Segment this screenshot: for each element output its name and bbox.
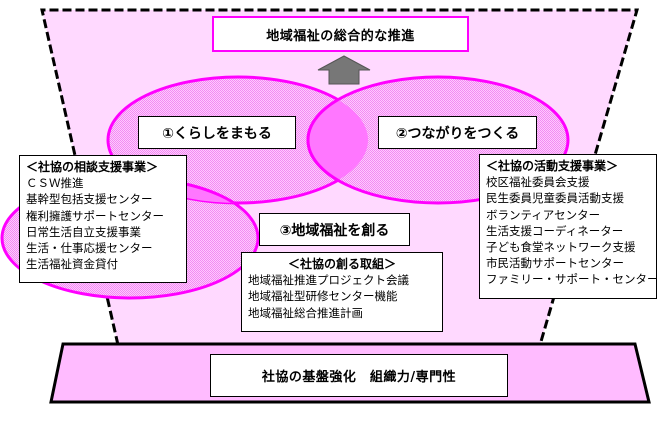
creation-header: ＜社協の創る取組＞ [287,257,396,271]
consultation-item: 基幹型包括支援センター [26,192,153,207]
pillar-create-connections-label: ②つながりをつくる [395,125,520,142]
foundation-label: 社協の基盤強化 組織力/専門性 [261,370,457,385]
creation-box: ＜社協の創る取組＞ 地域福祉推進プロジェクト会議 地域福祉型研修センター機能 地… [241,252,443,332]
creation-item: 地域福祉型研修センター機能 [248,289,398,304]
activity-item: 校区福祉委員会支援 [486,175,590,190]
pillar-protect-living-label: ①くらしをまもる [162,125,272,142]
activity-item: ボランティアセンター [486,207,601,222]
ellipse-overlap-top [306,77,368,203]
goal-label: 地域福祉の総合的な推進 [266,28,415,44]
activity-item: 子ども食堂ネットワーク支援 [486,240,636,255]
activity-item: 市民活動サポートセンター [486,256,624,271]
consultation-item: 生活福祉資金貸付 [26,257,118,272]
pillar-create-connections: ②つながりをつくる [378,116,537,149]
consultation-item: 生活・仕事応援センター [26,241,153,256]
activity-item: 生活支援コーディネーター [486,223,624,238]
pillar-create-community-welfare-label: ③地域福祉を創る [279,222,390,239]
consultation-item: ＣＳＷ推進 [26,176,84,191]
foundation-box: 社協の基盤強化 組織力/専門性 [210,354,508,397]
activity-box: ＜社協の活動支援事業＞ 校区福祉委員会支援 民生委員児童委員活動支援 ボランティ… [479,154,657,299]
pillar-protect-living: ①くらしをまもる [138,116,296,149]
activity-item: ファミリー・サポート・センター [486,272,657,287]
pillar-create-community-welfare: ③地域福祉を創る [259,213,410,246]
consultation-header: ＜社協の相談支援事業＞ [26,160,159,174]
creation-item: 地域福祉総合推進計画 [248,305,363,320]
consultation-box: ＜社協の相談支援事業＞ ＣＳＷ推進 基幹型包括支援センター 権利擁護サポートセン… [19,155,187,283]
up-arrow-icon [317,55,371,85]
consultation-item: 権利擁護サポートセンター [26,208,164,223]
activity-header: ＜社協の活動支援事業＞ [486,159,619,173]
creation-item: 地域福祉推進プロジェクト会議 [248,273,409,288]
consultation-item: 日常生活自立支援事業 [26,224,141,239]
goal-box: 地域福祉の総合的な推進 [212,16,469,52]
activity-item: 民生委員児童委員活動支援 [486,191,624,206]
